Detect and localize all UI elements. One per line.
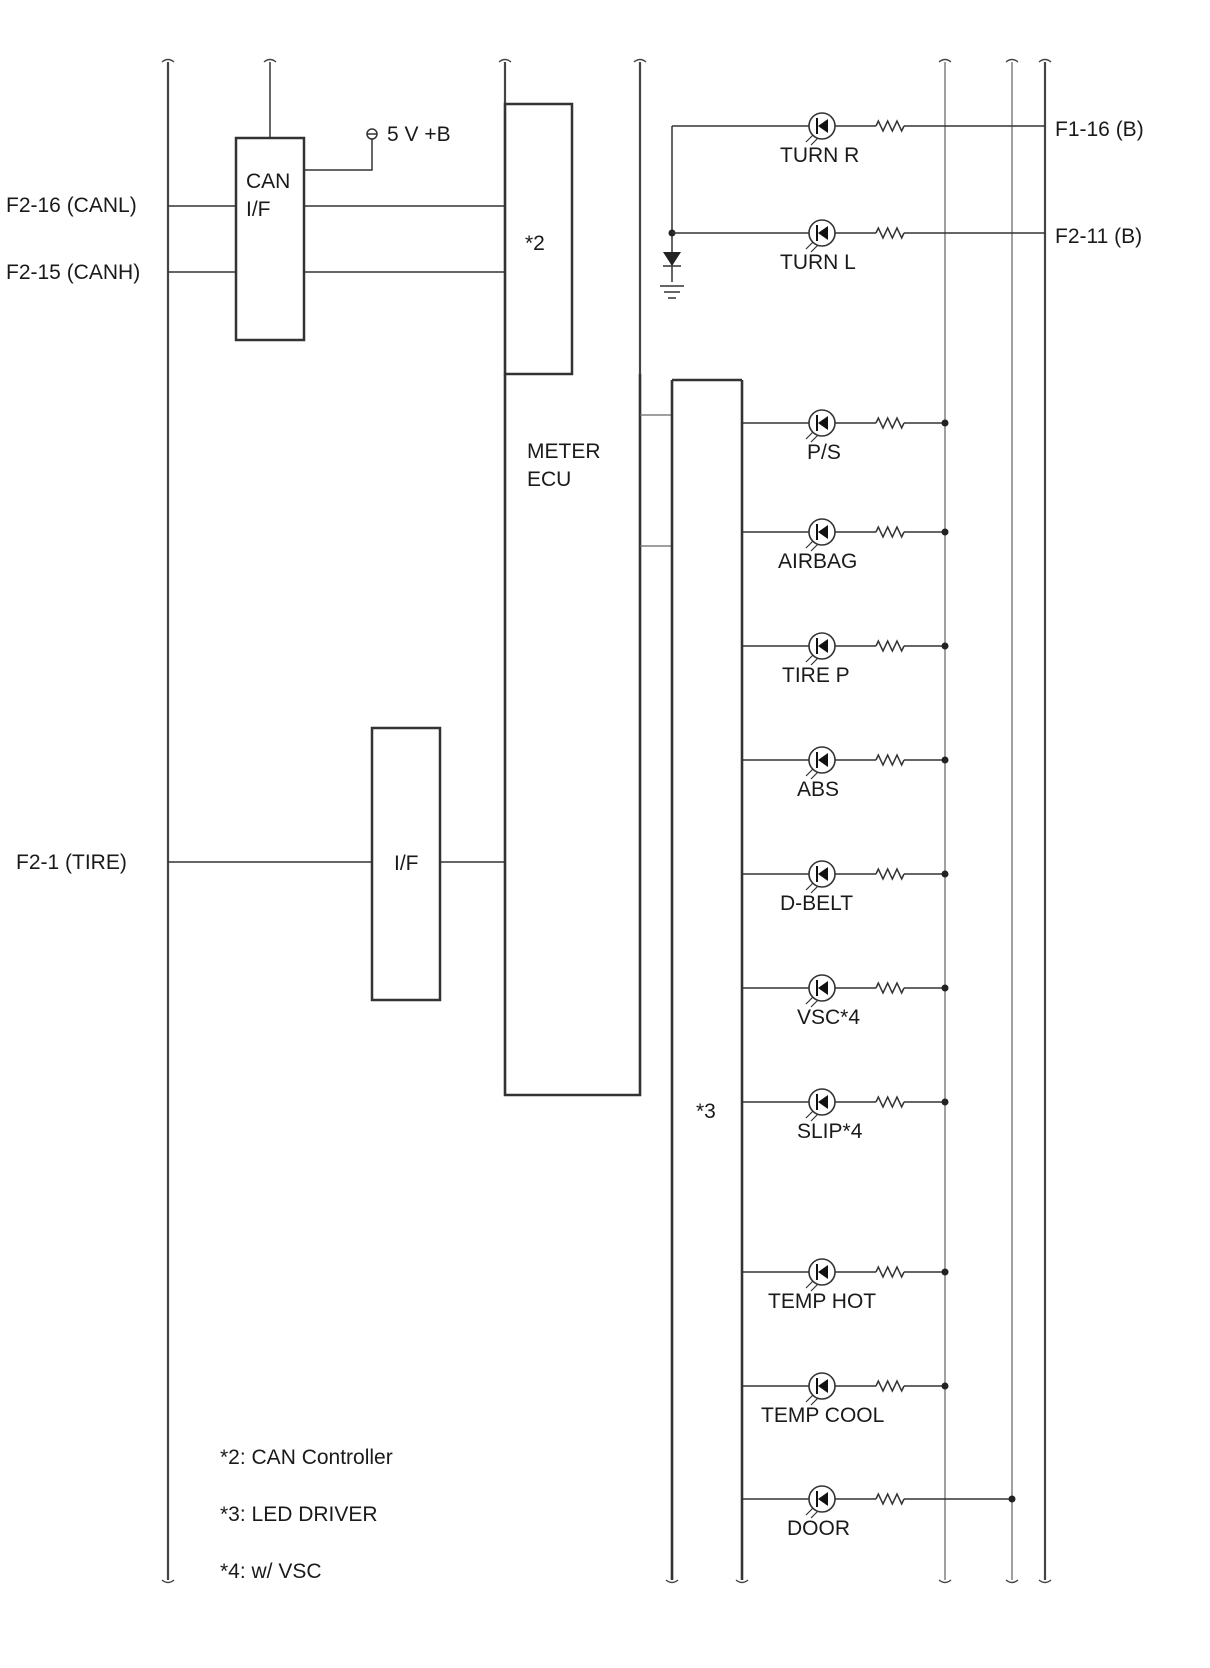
indicator-label-abs: ABS <box>797 778 839 801</box>
resistor-icon <box>875 753 905 767</box>
tire-if-label: I/F <box>394 852 419 875</box>
junction-dot <box>941 1268 949 1276</box>
terminal-f2-1-label: F2-1 (TIRE) <box>16 851 127 874</box>
junction-dot <box>941 528 949 536</box>
can-controller-label: *2 <box>525 232 545 255</box>
indicator-row-p-s: P/S <box>742 409 949 464</box>
led-driver-label: *3 <box>696 1100 716 1123</box>
led-driver-block <box>670 378 744 1580</box>
led-icon <box>805 1485 836 1519</box>
led-icon <box>805 518 836 552</box>
terminal-f1-16-label: F1-16 (B) <box>1055 118 1144 141</box>
indicator-row-vsc-4: VSC*4 <box>742 974 949 1029</box>
terminal-f2-16-label: F2-16 (CANL) <box>6 194 137 217</box>
power-5v-wire <box>304 128 378 171</box>
junction-dot <box>941 642 949 650</box>
indicator-row-door: DOOR <box>742 1485 1016 1540</box>
rail-door-common <box>1005 58 1019 1584</box>
indicator-row-turn-l: TURN L <box>672 219 1045 274</box>
indicator-row-temp-cool: TEMP COOL <box>742 1372 949 1427</box>
junction-dot <box>941 1382 949 1390</box>
meter-ecu-label-line1: METER <box>527 440 601 463</box>
rail-led-common <box>938 58 952 1584</box>
can-controller-block <box>503 102 574 376</box>
turn-ground-wire <box>660 126 684 299</box>
resistor-icon <box>875 867 905 881</box>
resistor-icon <box>875 1265 905 1279</box>
resistor-icon <box>875 1095 905 1109</box>
junction-dot <box>941 1098 949 1106</box>
junction-dot <box>941 984 949 992</box>
indicator-row-temp-hot: TEMP HOT <box>742 1258 949 1313</box>
indicator-row-abs: ABS <box>742 746 949 801</box>
indicator-label-p-s: P/S <box>807 441 841 464</box>
led-icon <box>805 974 836 1008</box>
junction-dot <box>941 419 949 427</box>
terminal-f2-11-label: F2-11 (B) <box>1055 225 1142 248</box>
indicator-label-vsc-4: VSC*4 <box>797 1006 860 1029</box>
indicator-label-temp-cool: TEMP COOL <box>761 1404 884 1427</box>
indicator-label-turn-l: TURN L <box>780 251 856 274</box>
rail-battery <box>1038 58 1052 1584</box>
resistor-icon <box>875 639 905 653</box>
resistor-icon <box>875 1379 905 1393</box>
resistor-icon <box>875 226 905 240</box>
resistor-icon <box>875 981 905 995</box>
can-if-block <box>234 136 306 342</box>
rail-left <box>161 58 175 1584</box>
meter-ecu-block <box>503 374 642 1097</box>
junction-dot <box>941 756 949 764</box>
led-icon <box>805 219 836 253</box>
tire-if-block <box>370 726 442 1002</box>
can-if-label-line2: I/F <box>246 198 271 221</box>
indicator-label-d-belt: D-BELT <box>780 892 853 915</box>
resistor-icon <box>875 525 905 539</box>
indicator-label-airbag: AIRBAG <box>778 550 857 573</box>
note-led-driver: *3: LED DRIVER <box>220 1503 378 1526</box>
led-icon <box>805 1372 836 1406</box>
indicator-layer: TURN R TURN L P/S AIRBAG TIRE P ABS D-BELT VSC*… <box>672 112 1045 1540</box>
led-icon <box>805 112 836 146</box>
resistor-icon <box>875 119 905 133</box>
power-5v-label: 5 V +B <box>387 123 451 146</box>
indicator-label-door: DOOR <box>787 1517 850 1540</box>
note-vsc: *4: w/ VSC <box>220 1560 322 1583</box>
led-icon <box>805 632 836 666</box>
meter-ecu-label-line2: ECU <box>527 468 571 491</box>
terminal-f2-15-label: F2-15 (CANH) <box>6 261 140 284</box>
junction-dot <box>1008 1495 1016 1503</box>
led-icon <box>805 409 836 443</box>
resistor-icon <box>875 1492 905 1506</box>
indicator-label-tire-p: TIRE P <box>782 664 850 687</box>
led-icon <box>805 746 836 780</box>
indicator-row-airbag: AIRBAG <box>742 518 949 573</box>
indicator-label-turn-r: TURN R <box>780 144 859 167</box>
note-can-controller: *2: CAN Controller <box>220 1446 393 1469</box>
can-if-label-line1: CAN <box>246 170 290 193</box>
indicator-row-slip-4: SLIP*4 <box>742 1088 949 1143</box>
junction-dot <box>941 870 949 878</box>
indicator-row-tire-p: TIRE P <box>742 632 949 687</box>
indicator-label-temp-hot: TEMP HOT <box>768 1290 876 1313</box>
led-icon <box>805 860 836 894</box>
indicator-row-d-belt: D-BELT <box>742 860 949 915</box>
rail-can-stub <box>263 58 277 138</box>
indicator-row-turn-r: TURN R <box>672 112 1045 167</box>
indicator-label-slip-4: SLIP*4 <box>797 1120 863 1143</box>
resistor-icon <box>875 416 905 430</box>
led-icon <box>805 1258 836 1292</box>
led-icon <box>805 1088 836 1122</box>
